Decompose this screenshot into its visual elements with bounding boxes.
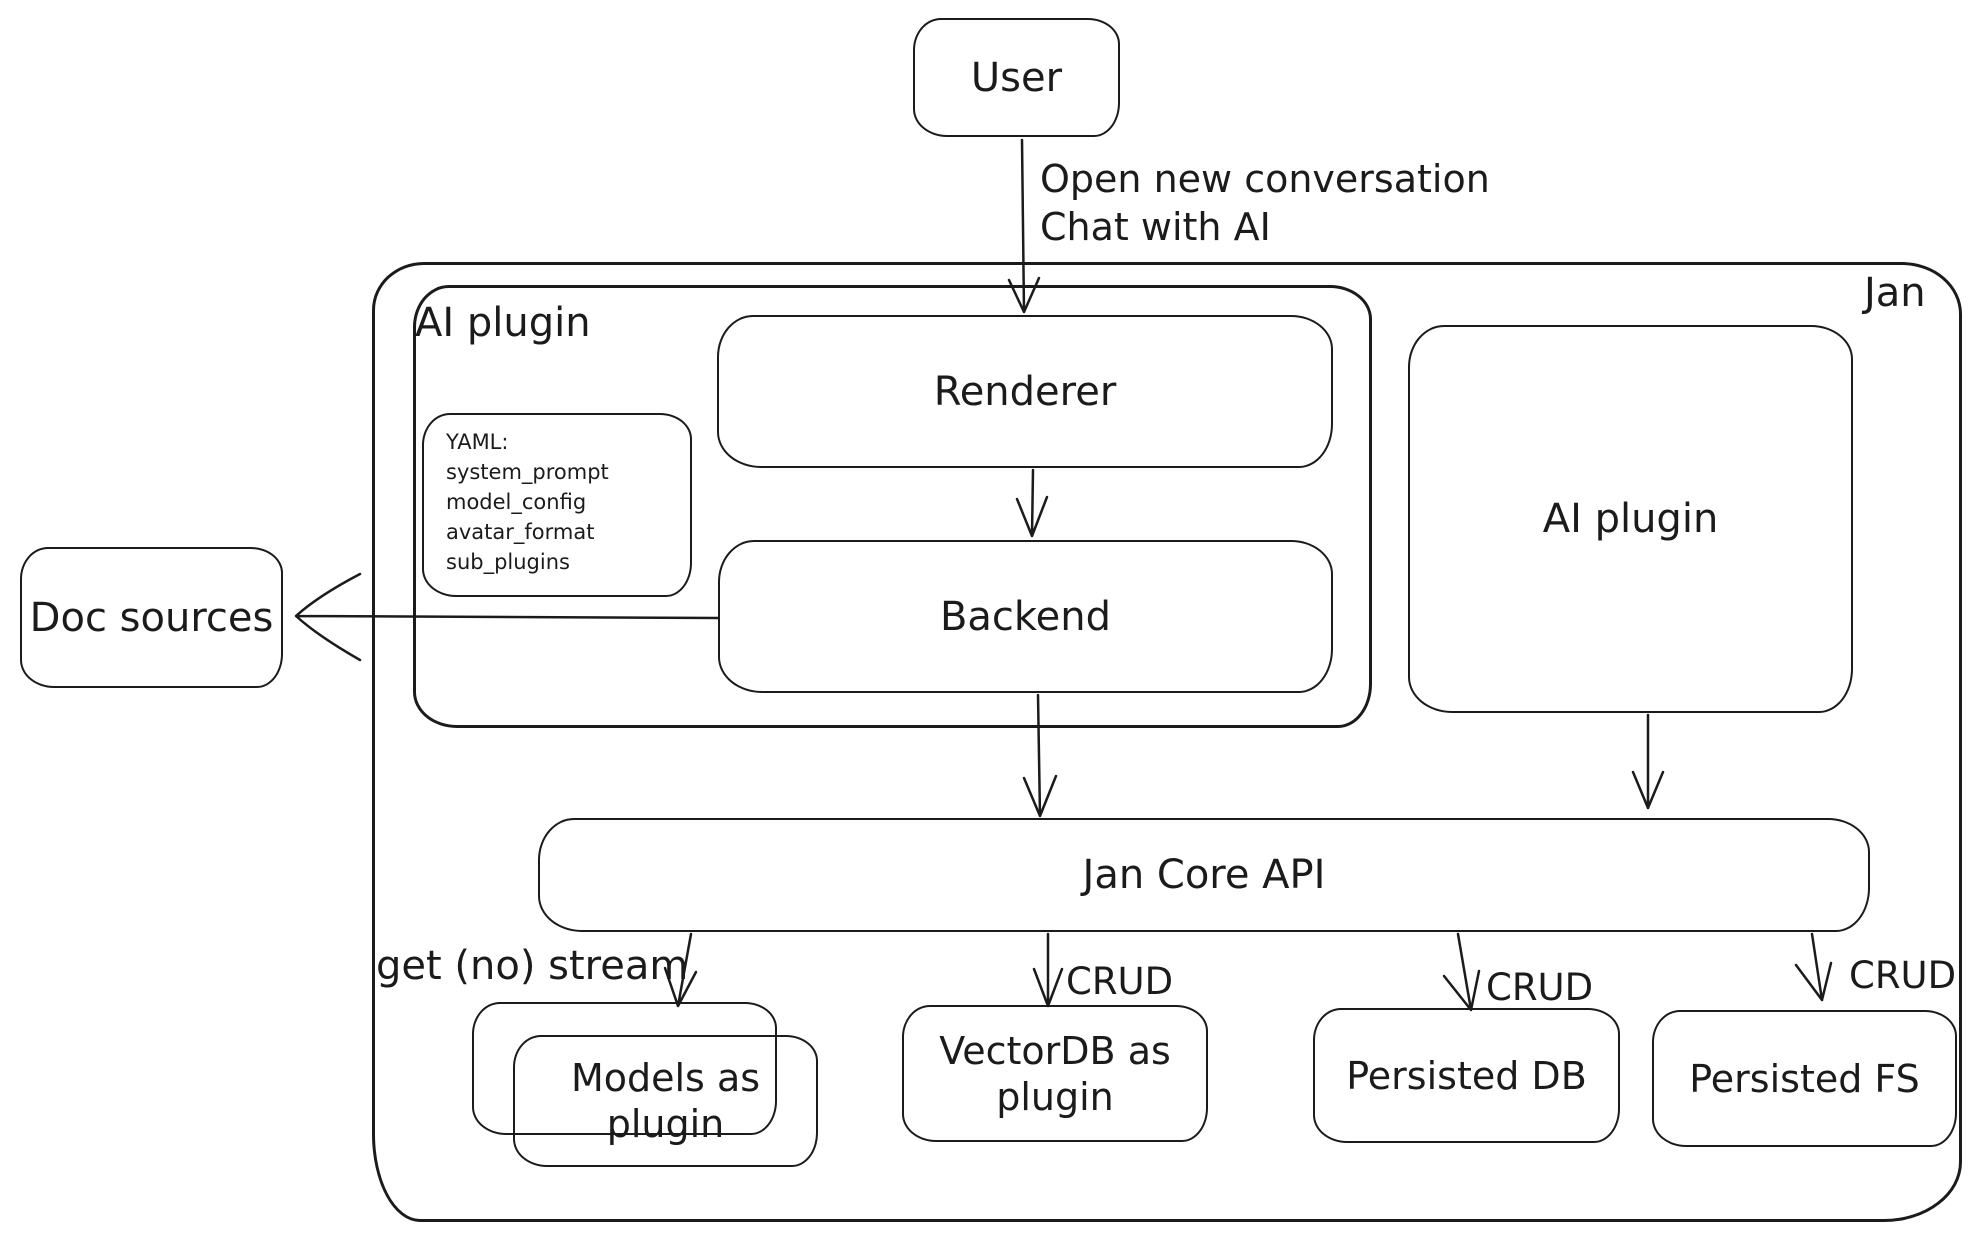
edge-label-open-conversation: Open new conversation Chat with AI — [1040, 157, 1490, 249]
doc-sources-label: Doc sources — [29, 594, 274, 641]
yaml-line-sub-plugins: sub_plugins — [446, 550, 570, 574]
backend-label: Backend — [939, 593, 1112, 640]
jan-core-api-label: Jan Core API — [1082, 852, 1326, 898]
jan-container-box — [372, 262, 1962, 1222]
vectordb-as-plugin-label: VectorDB as plugin — [939, 1028, 1171, 1119]
models-as-plugin-back-box — [472, 1002, 777, 1135]
jan-container-label: Jan — [1864, 270, 1926, 316]
persisted-fs-node: Persisted FS — [1652, 1010, 1957, 1147]
persisted-db-node: Persisted DB — [1313, 1008, 1620, 1143]
persisted-db-label: Persisted DB — [1346, 1053, 1587, 1098]
models-as-plugin-node: Models as plugin — [513, 1035, 818, 1167]
yaml-line-system-prompt: system_prompt — [446, 460, 609, 484]
user-node: User — [913, 18, 1120, 137]
edge-label-crud-vectordb: CRUD — [1066, 960, 1174, 1003]
yaml-line-model-config: model_config — [446, 490, 587, 514]
jan-core-api-node: Jan Core API — [538, 818, 1870, 932]
yaml-note: YAML: system_prompt model_config avatar_… — [422, 413, 692, 597]
edge-label-crud-persisted-db: CRUD — [1486, 966, 1594, 1009]
edge-label-get-no-stream: get (no) stream — [376, 943, 689, 989]
yaml-line-avatar-format: avatar_format — [446, 520, 595, 544]
edge-label-crud-persisted-fs: CRUD — [1849, 954, 1957, 997]
doc-sources-node: Doc sources — [20, 547, 283, 688]
backend-node: Backend — [718, 540, 1333, 693]
yaml-note-text: YAML: system_prompt model_config avatar_… — [446, 427, 609, 577]
renderer-label: Renderer — [933, 368, 1117, 415]
persisted-fs-label: Persisted FS — [1689, 1056, 1920, 1101]
models-as-plugin-label: Models as plugin — [570, 1056, 761, 1146]
ai-plugin-right-node: AI plugin — [1408, 325, 1853, 713]
vectordb-as-plugin-node: VectorDB as plugin — [902, 1005, 1208, 1142]
ai-plugin-container-box — [413, 285, 1372, 728]
renderer-node: Renderer — [717, 315, 1333, 468]
user-label: User — [970, 54, 1063, 101]
ai-plugin-right-label: AI plugin — [1542, 496, 1719, 542]
ai-plugin-container-label: AI plugin — [415, 300, 591, 346]
yaml-line-title: YAML: — [446, 430, 509, 454]
